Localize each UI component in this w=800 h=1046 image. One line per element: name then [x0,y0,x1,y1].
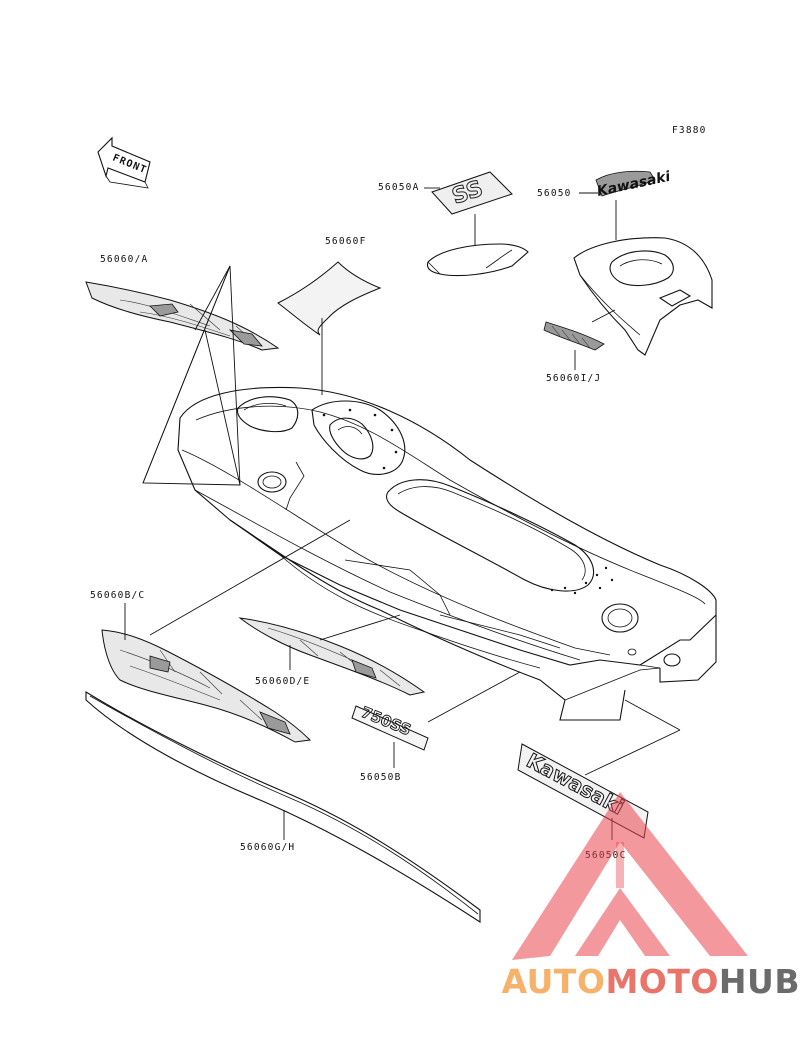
label-56060gh: 56060G/H [240,842,295,853]
decal-56060de [238,617,426,696]
watermark-hub: HUB [718,962,800,1001]
label-56060f: 56060F [325,236,367,247]
label-56050b: 56050B [360,772,402,783]
decal-56050a-ss: SS [431,171,513,215]
label-56060de: 56060D/E [255,676,310,687]
decal-56060bc [101,629,312,743]
watermark-triangle-icon [512,792,748,960]
hull-body [177,386,717,721]
label-56060a: 56060/A [100,254,148,265]
watermark-auto: AUTO [501,962,606,1001]
stripe-56060gh [85,691,481,924]
label-56050a: 56050A [378,182,420,193]
emblem-56050b-750ss: 750SS [351,703,429,751]
figure-code: F3880 [672,125,707,136]
rear-deck-cover [573,237,713,356]
label-56060ij: 56060I/J [546,373,601,384]
front-arrow-icon: FRONT [97,136,151,189]
front-arrow-label: FRONT [111,153,149,177]
label-56060bc: 56060B/C [90,590,145,601]
decal-56050-logo: Kawasaki [596,169,672,200]
watermark-moto: MOTO [605,962,719,1001]
decal-56060f [277,261,382,336]
decal-56060ij [543,321,605,351]
model-decal-text: 750SS [359,703,414,739]
decal-56060a [85,265,280,486]
watermark-logo: AUTOMOTOHUB [470,962,800,1001]
label-56050: 56050 [537,188,572,199]
hatch-cover [426,243,529,277]
